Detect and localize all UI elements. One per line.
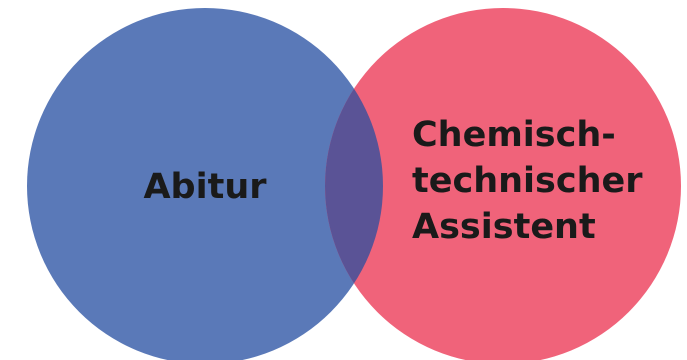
venn-label-line: Assistent (412, 207, 596, 247)
venn-label-chemisch-technischer-assistent: Chemisch- technischer Assistent (412, 115, 655, 247)
venn-label-line: Chemisch- (412, 115, 616, 155)
venn-label-abitur: Abitur (143, 167, 267, 207)
venn-label-line: technischer (412, 161, 643, 201)
venn-label-abitur-line: Abitur (143, 167, 267, 207)
venn-circle-abitur (27, 8, 383, 360)
venn-circle-chemisch-technischer-assistent (325, 8, 681, 360)
